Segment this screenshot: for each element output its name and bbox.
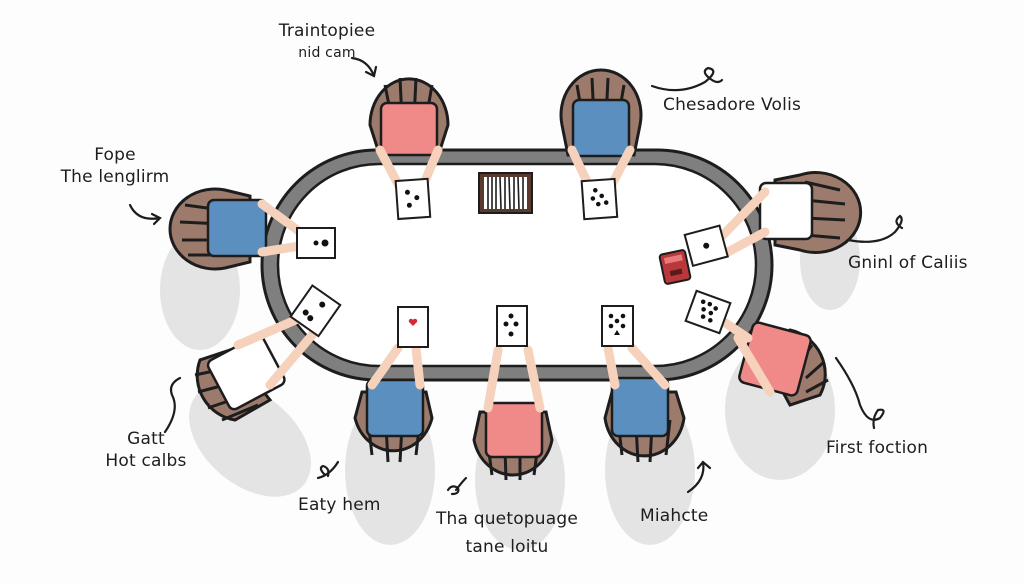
- card-top-left: [394, 177, 432, 221]
- label-right-line1: Gninl of Caliis: [848, 253, 968, 273]
- card-right-lower: [684, 289, 732, 335]
- card-bottom-left: [397, 306, 429, 348]
- poker-table: [260, 148, 774, 382]
- label-top-right: Chesadore Volis: [663, 94, 801, 116]
- player-top-left: [368, 77, 450, 193]
- player-bottom-center: [472, 345, 554, 481]
- label-top-left-line2: nid cam: [298, 45, 356, 61]
- card-bottom-right: [601, 305, 634, 347]
- label-left-line2: The lenglirm: [60, 167, 170, 187]
- squiggle-top-right: [650, 66, 724, 92]
- squiggle-bottom-right: [834, 356, 885, 430]
- line-bottom-left: [163, 376, 182, 434]
- label-bottom-left: Gatt Hot calbs: [96, 428, 196, 472]
- label-top-right-line1: Chesadore Volis: [663, 95, 802, 115]
- label-left: Fope The lenglirm: [50, 144, 180, 188]
- label-bottom-2: Tha quetopuage tane loitu: [432, 508, 582, 558]
- player-bottom-left: [353, 343, 434, 463]
- chip-box: [658, 249, 692, 285]
- card-deck: [478, 172, 533, 214]
- squiggle-right: [846, 214, 904, 243]
- label-bottom-right-line1: First foction: [826, 438, 929, 458]
- label-right: Gninl of Caliis: [848, 252, 968, 274]
- arrow-miahcte: [686, 460, 712, 494]
- label-bottom-left-line2: Hot calbs: [105, 451, 187, 471]
- label-left-line1: Fope: [94, 145, 136, 165]
- squiggle-tha: [446, 476, 468, 496]
- label-bottom-1: Eaty hem: [298, 494, 381, 516]
- cards: [289, 177, 732, 348]
- arrow-left: [128, 203, 162, 226]
- card-left-lower: [289, 284, 342, 338]
- card-right-upper: [683, 224, 729, 268]
- card-left-upper: [296, 227, 336, 259]
- card-bottom-center: [496, 305, 528, 347]
- player-right-lower: [713, 313, 829, 407]
- annotation-arrows: [128, 56, 904, 496]
- label-bottom-1-line1: Eaty hem: [298, 495, 381, 515]
- label-bottom-3: Miahcte: [640, 505, 708, 527]
- squiggle-eaty: [316, 460, 340, 480]
- card-top-right: [580, 177, 619, 221]
- label-top-left: Traintopiee nid cam: [272, 20, 382, 64]
- player-bottom-right: [603, 343, 686, 463]
- label-bottom-2-line1: Tha quetopuage: [435, 509, 579, 529]
- label-bottom-2-line2: tane loitu: [465, 537, 549, 557]
- label-bottom-left-line1: Gatt: [127, 429, 165, 449]
- label-top-left-line1: Traintopiee: [278, 21, 376, 41]
- player-left-upper: [168, 187, 305, 271]
- label-bottom-3-line1: Miahcte: [640, 506, 709, 526]
- arrow-top-left: [350, 56, 378, 78]
- player-right-upper: [717, 171, 863, 257]
- label-bottom-right: First foction: [826, 437, 928, 459]
- player-left-lower: [194, 313, 323, 422]
